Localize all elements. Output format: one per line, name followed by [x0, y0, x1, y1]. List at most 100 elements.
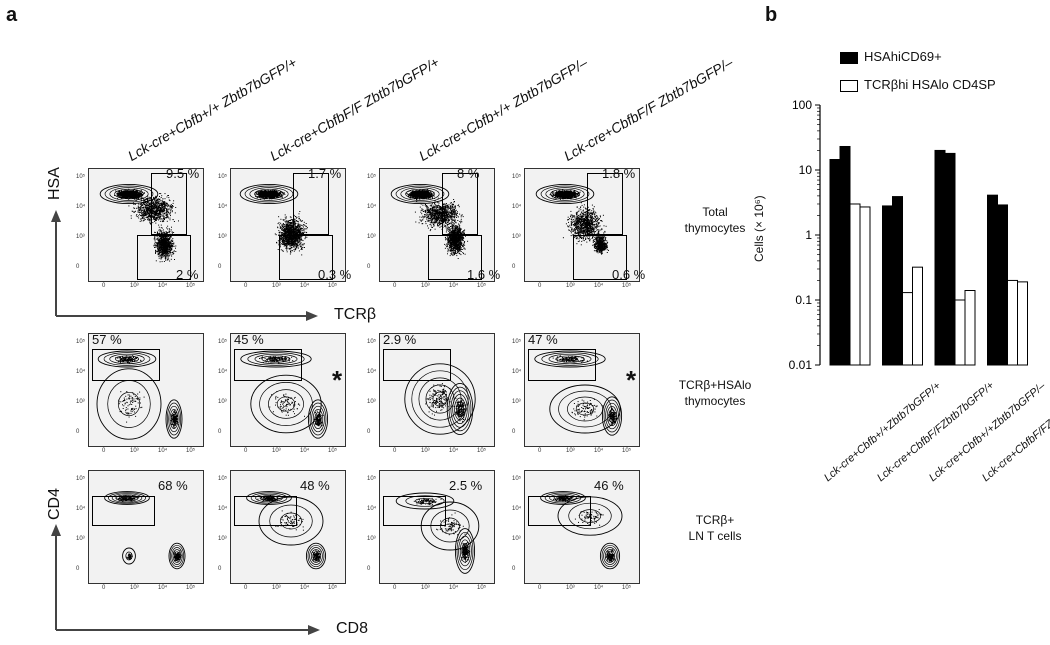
- axis-tick-label: 0: [76, 566, 80, 572]
- gate-box: [137, 235, 191, 280]
- gate-percentage: 2.9 %: [383, 332, 417, 347]
- gate-box: [92, 496, 155, 526]
- bar: [934, 149, 946, 366]
- gate-percentage: 9.5 %: [166, 166, 200, 181]
- gate-box: [293, 173, 329, 235]
- axis-tick-label: 0: [102, 283, 106, 289]
- axis-tick-label: 10⁴: [218, 506, 228, 512]
- bar: [944, 152, 956, 366]
- gate-box: [279, 235, 333, 280]
- legend-item-tcrbhi: TCRβhi HSAlo CD4SP: [840, 77, 996, 92]
- bar: [892, 196, 903, 366]
- axis-tick-label: 10³: [76, 536, 85, 542]
- facs-plot: [88, 168, 204, 282]
- axis-tick-label: 10⁴: [158, 283, 168, 289]
- axis-tick-label: 10³: [272, 283, 281, 289]
- facs-plot: [524, 168, 640, 282]
- facs-plot: [230, 168, 346, 282]
- row-label-line1: TCRβ+: [695, 513, 735, 527]
- gate-percentage: 45 %: [234, 332, 264, 347]
- axis-tick-label: 10³: [272, 448, 281, 454]
- top-axes-arrows: [51, 210, 318, 321]
- row-label-line2: thymocytes: [684, 221, 746, 235]
- bar: [964, 290, 976, 366]
- axis-tick-label: 0: [102, 585, 106, 591]
- axis-tick-label: 10⁴: [218, 204, 228, 210]
- axis-label-cd8: CD8: [336, 620, 369, 637]
- axis-tick-label: 10³: [76, 399, 85, 405]
- facs-plot: [524, 333, 640, 447]
- facs-plot: [524, 470, 640, 584]
- axis-tick-label: 10⁵: [367, 174, 377, 180]
- gate-percentage: 2.5 %: [449, 478, 483, 493]
- bar: [839, 145, 851, 366]
- legend-swatch-white: [840, 79, 858, 92]
- bottom-axes-arrows: [51, 524, 320, 635]
- axis-label-tcrb: TCRβ: [334, 306, 377, 323]
- axis-tick-label: 0: [76, 429, 80, 435]
- axis-tick-label: 10⁵: [367, 476, 377, 482]
- gate-percentage: 2 %: [176, 267, 199, 282]
- axis-tick-label: 10⁴: [449, 585, 459, 591]
- axis-tick-label: 0: [244, 283, 248, 289]
- axis-tick-label: 10⁵: [328, 448, 338, 454]
- bar: [1017, 281, 1028, 366]
- axis-tick-label: 10⁴: [300, 283, 310, 289]
- axis-tick-label: 10⁵: [622, 585, 632, 591]
- bar: [997, 204, 1008, 366]
- axis-tick-label: 10⁴: [218, 369, 228, 375]
- row-label-total-thymocytes: Total thymocytes: [660, 204, 770, 236]
- facs-plot: [379, 470, 495, 584]
- axis-tick-label: 10⁴: [594, 283, 604, 289]
- axis-tick-label: 10⁵: [512, 476, 522, 482]
- axis-tick-label: 10³: [421, 283, 430, 289]
- axis-tick-label: 10³: [512, 536, 521, 542]
- gate-box: [383, 496, 446, 526]
- panel-a-letter: a: [6, 4, 18, 26]
- axis-tick-label: 10³: [512, 399, 521, 405]
- gate-box: [151, 173, 187, 235]
- axis-tick-label: 10⁴: [76, 204, 86, 210]
- axis-tick-label: 10⁵: [622, 448, 632, 454]
- axis-tick-label: 10³: [421, 585, 430, 591]
- axis-tick-label: 0: [367, 264, 371, 270]
- facs-plot-density: [239, 183, 308, 256]
- gate-box: [92, 349, 160, 381]
- axis-tick-label: 10⁴: [300, 585, 310, 591]
- axis-tick-label: 0: [244, 448, 248, 454]
- axis-label-hsa: HSA: [46, 167, 63, 200]
- axis-tick-label: 10⁴: [449, 283, 459, 289]
- gate-box: [383, 349, 451, 381]
- axis-tick-label: 10³: [421, 448, 430, 454]
- bar: [987, 194, 998, 366]
- axis-tick-label: 10⁵: [186, 448, 196, 454]
- axis-tick-label: 10⁵: [328, 585, 338, 591]
- facs-plot-density: [404, 363, 476, 436]
- facs-plot: [88, 470, 204, 584]
- axis-tick-label: 10⁴: [300, 448, 310, 454]
- axis-tick-label: 10⁵: [367, 339, 377, 345]
- y-tick-label: 0.1: [795, 293, 812, 307]
- axis-tick-label: 0: [538, 283, 542, 289]
- gate-box: [234, 496, 297, 526]
- axis-tick-label: 10³: [272, 585, 281, 591]
- gate-percentage: 57 %: [92, 332, 122, 347]
- axis-tick-label: 10⁵: [622, 283, 632, 289]
- axis-tick-label: 0: [538, 585, 542, 591]
- axis-tick-label: 10⁴: [449, 448, 459, 454]
- axis-tick-label: 10⁵: [218, 174, 228, 180]
- axis-tick-label: 0: [393, 283, 397, 289]
- axis-tick-label: 0: [367, 429, 371, 435]
- legend-label: TCRβhi HSAlo CD4SP: [864, 77, 996, 92]
- axis-tick-label: 0: [393, 585, 397, 591]
- axis-tick-label: 10⁴: [158, 585, 168, 591]
- bar: [829, 159, 841, 366]
- axis-tick-label: 10⁵: [512, 339, 522, 345]
- facs-plot-density: [395, 492, 480, 574]
- axis-tick-label: 10³: [367, 234, 376, 240]
- axis-tick-label: 10³: [130, 448, 139, 454]
- gate-percentage: 47 %: [528, 332, 558, 347]
- gate-box: [528, 349, 596, 381]
- y-tick-label: 0.01: [789, 358, 813, 372]
